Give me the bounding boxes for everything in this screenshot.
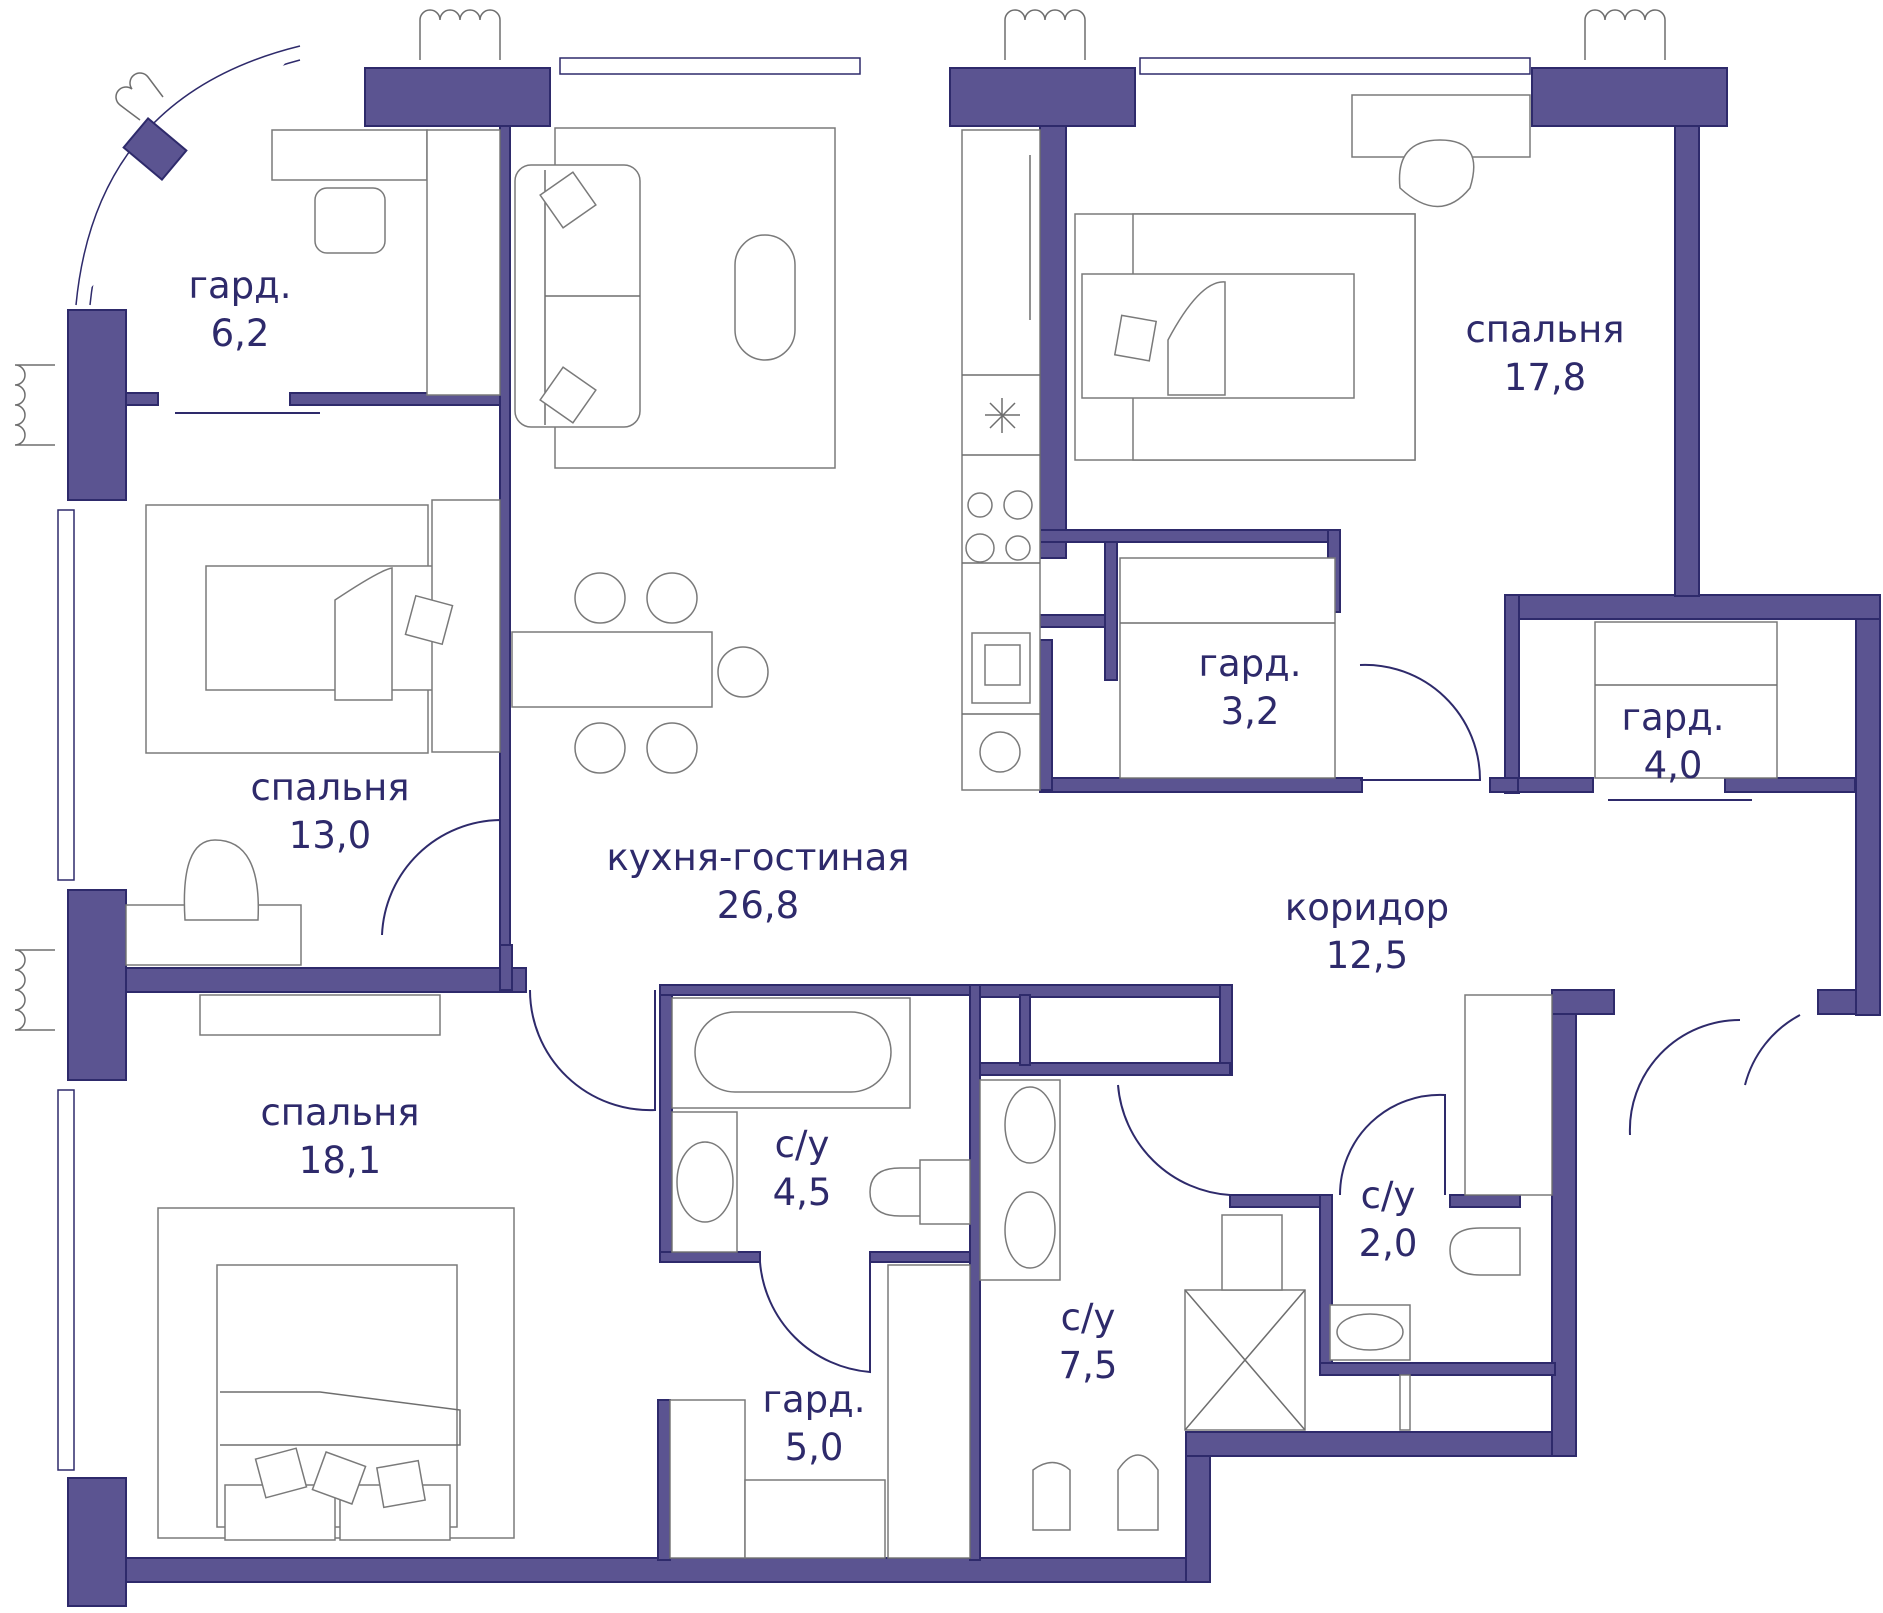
room-label-bath-20: с/у 2,0 — [1359, 1174, 1418, 1265]
room-name: спальня — [260, 1091, 419, 1134]
room-label-gard-32: гард. 3,2 — [1199, 642, 1302, 733]
room-name: спальня — [250, 766, 409, 809]
doors — [175, 412, 1801, 1374]
room-area: 12,5 — [1326, 934, 1408, 977]
room-label-kitchen-living: кухня-гостиная 26,8 — [606, 836, 909, 927]
room-label-bedroom-13: спальня 13,0 — [250, 766, 409, 857]
room-label-bath-45: с/у 4,5 — [773, 1123, 832, 1214]
windows — [57, 45, 1531, 1471]
room-area: 6,2 — [211, 312, 270, 355]
walls — [67, 67, 1881, 1607]
room-label-gard-40: гард. 4,0 — [1622, 696, 1725, 787]
room-area: 18,1 — [299, 1139, 381, 1182]
room-name: гард. — [189, 264, 292, 307]
furniture — [125, 94, 1778, 1559]
room-name: спальня — [1465, 308, 1624, 351]
room-name: с/у — [775, 1123, 830, 1166]
room-name: гард. — [1622, 696, 1725, 739]
room-name: гард. — [763, 1378, 866, 1421]
room-area: 17,8 — [1504, 356, 1586, 399]
radiators — [14, 9, 1666, 1031]
room-area: 13,0 — [289, 814, 371, 857]
room-label-bedroom-18: спальня 18,1 — [260, 1091, 419, 1182]
room-name: с/у — [1361, 1174, 1416, 1217]
room-area: 5,0 — [785, 1426, 844, 1469]
room-label-corridor: коридор 12,5 — [1285, 886, 1449, 977]
room-label-bedroom-178: спальня 17,8 — [1465, 308, 1624, 399]
room-label-bath-75: с/у 7,5 — [1059, 1296, 1118, 1387]
room-name: коридор — [1285, 886, 1449, 929]
room-area: 7,5 — [1059, 1344, 1118, 1387]
room-area: 4,5 — [773, 1171, 832, 1214]
room-area: 3,2 — [1221, 690, 1280, 733]
room-area: 26,8 — [717, 884, 799, 927]
room-label-gard-1: гард. 6,2 — [189, 264, 292, 355]
room-area: 2,0 — [1359, 1222, 1418, 1265]
room-name: с/у — [1061, 1296, 1116, 1339]
room-name: гард. — [1199, 642, 1302, 685]
room-name: кухня-гостиная — [606, 836, 909, 879]
room-area: 4,0 — [1644, 744, 1703, 787]
room-label-gard-5: гард. 5,0 — [763, 1378, 866, 1469]
